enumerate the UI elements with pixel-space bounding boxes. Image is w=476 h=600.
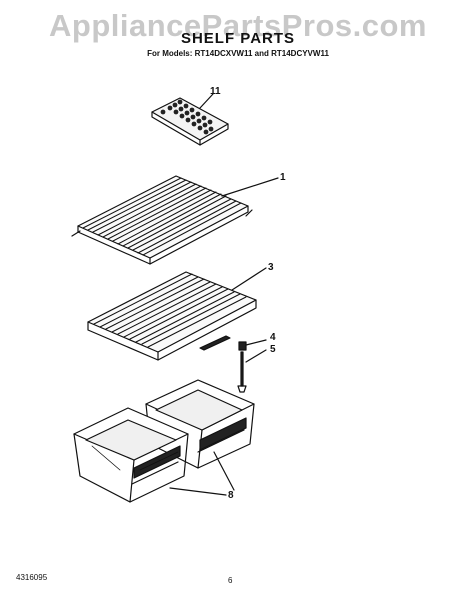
screw-part [237,349,267,393]
support-bracket-part [238,339,267,351]
watermark-text: AppliancePartsPros.com [49,8,427,43]
models-subtitle: For Models: RT14DCXVW11 and RT14DCYVW11 [147,49,329,58]
page-title: SHELF PARTS [180,30,296,47]
wire-shelf-part [71,175,279,265]
ice-tray-part [151,93,229,146]
callout-screw: 5 [270,344,276,355]
crisper-cover-part [87,267,267,361]
callout-support: 4 [270,332,276,343]
callout-crisper-drawer: 8 [228,490,234,501]
document-number: 4316095 [16,573,48,582]
crisper-drawer-front [73,407,189,503]
callout-wire-shelf: 1 [280,172,286,183]
callout-ice-tray: 11 [210,86,221,97]
page-number: 6 [228,576,233,585]
callout-crisper-cover: 3 [268,262,274,273]
